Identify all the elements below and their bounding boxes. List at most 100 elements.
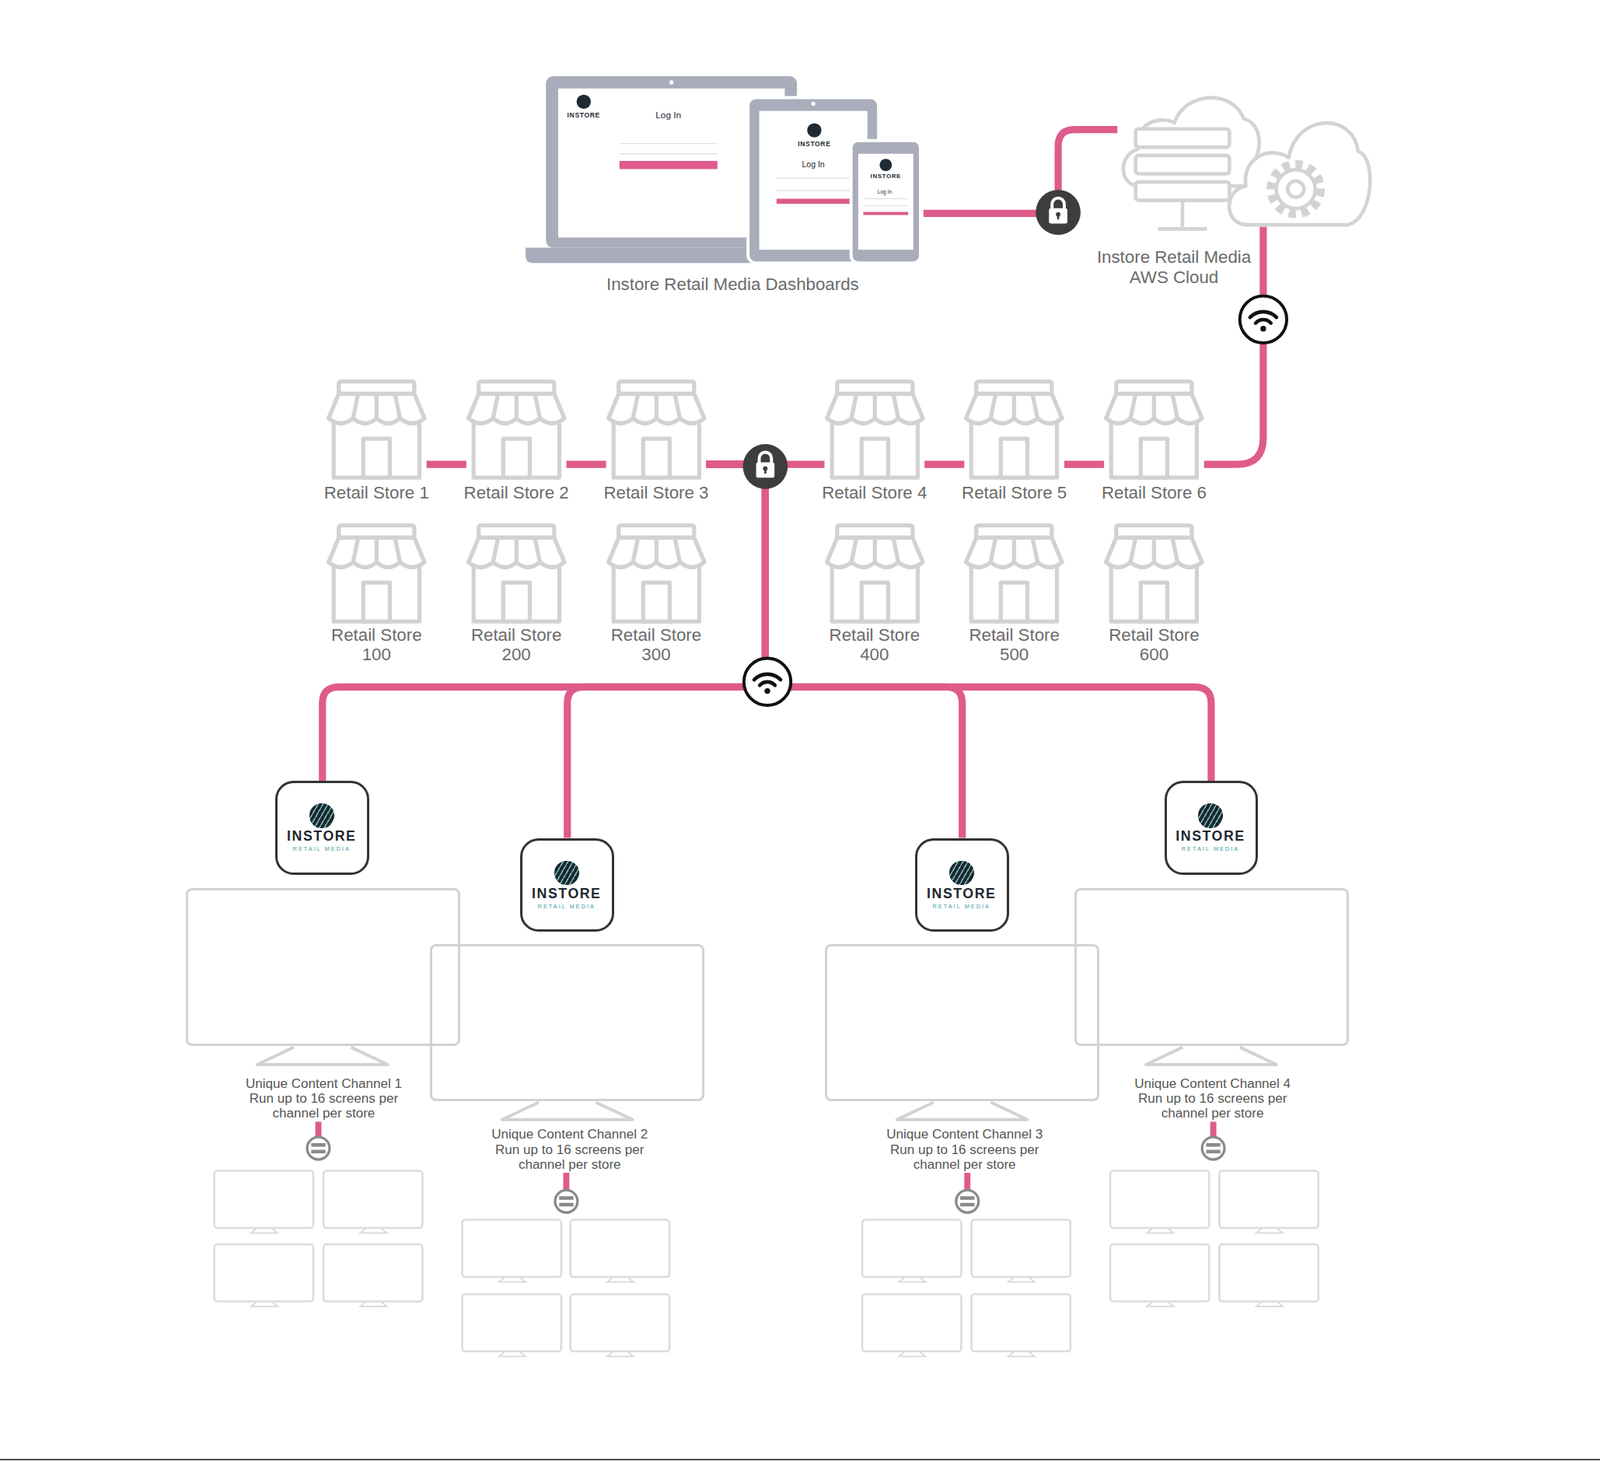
store-node: Retail Store 1 bbox=[326, 379, 427, 480]
node-label: Retail Store 2 bbox=[444, 482, 588, 504]
store-door bbox=[642, 438, 670, 478]
brand-subtitle: RETAIL MEDIA bbox=[522, 902, 611, 910]
small-screen bbox=[214, 1243, 314, 1302]
splitter-wire bbox=[563, 1172, 570, 1190]
monitor-stand bbox=[897, 1102, 1028, 1120]
store-awning bbox=[1106, 537, 1202, 568]
splitter-ring bbox=[956, 1189, 979, 1213]
lock-disc bbox=[743, 443, 789, 490]
small-screen bbox=[971, 1293, 1071, 1352]
channel-caption: Unique Content Channel 4 Run up to 16 sc… bbox=[1121, 1075, 1305, 1121]
small-screens bbox=[214, 1170, 1319, 1351]
store-icon bbox=[606, 379, 707, 480]
store-door bbox=[642, 582, 670, 622]
server-unit bbox=[1135, 155, 1230, 175]
splitter-wires bbox=[318, 1121, 1214, 1190]
connector-line bbox=[924, 461, 965, 469]
store-node: Retail Store 5 bbox=[964, 379, 1065, 480]
splitter-wire bbox=[1210, 1121, 1217, 1137]
server-unit bbox=[1135, 128, 1230, 147]
splitter-ring bbox=[555, 1189, 578, 1213]
store-outline bbox=[1106, 381, 1202, 478]
store-node: Retail Store 300 bbox=[606, 523, 707, 624]
logo-mark bbox=[309, 803, 335, 828]
splitter-ring bbox=[1201, 1136, 1225, 1160]
wifi-arc bbox=[754, 674, 781, 680]
connector-line bbox=[705, 464, 962, 838]
brand-name: INSTORE bbox=[917, 886, 1006, 902]
store-icon bbox=[824, 523, 926, 624]
awning-stripe bbox=[492, 394, 540, 420]
store-awning bbox=[1106, 394, 1202, 424]
connector-line bbox=[923, 129, 1118, 214]
brand-name: INSTORE bbox=[522, 886, 611, 902]
store-node: Retail Store 600 bbox=[1103, 523, 1205, 624]
store-icon bbox=[326, 379, 427, 480]
cloud-icon bbox=[1117, 83, 1363, 228]
phone-screen bbox=[858, 153, 914, 250]
lock-body bbox=[756, 462, 776, 479]
gear-teeth bbox=[1271, 164, 1321, 214]
splitter-icon bbox=[307, 1136, 330, 1160]
login-button bbox=[619, 160, 718, 170]
store-awning bbox=[607, 394, 704, 424]
splitter-wire bbox=[315, 1121, 322, 1137]
logo-mark bbox=[554, 860, 580, 886]
splitter-bar bbox=[558, 1195, 573, 1200]
store-outline bbox=[1106, 525, 1202, 622]
store-body bbox=[333, 420, 420, 479]
store-awning bbox=[966, 537, 1063, 568]
store-awning bbox=[607, 537, 704, 568]
gear-cloud bbox=[1229, 122, 1370, 225]
lock-shackle bbox=[1051, 198, 1065, 210]
screen-node: Unique Content Channel 1 Run up to 16 sc… bbox=[185, 887, 461, 1046]
cloud-node: Instore Retail Media AWS Cloud bbox=[1117, 83, 1363, 228]
node-label: Retail Store 400 bbox=[823, 625, 926, 665]
brand-name: INSTORE bbox=[522, 111, 646, 119]
store-icon bbox=[1103, 379, 1205, 480]
store-icon bbox=[466, 379, 567, 480]
bottom-rule bbox=[0, 1458, 1600, 1461]
splitter-ring bbox=[307, 1136, 330, 1160]
store-node: Retail Store 4 bbox=[824, 379, 926, 480]
small-screen bbox=[570, 1293, 670, 1352]
store-awning bbox=[826, 394, 923, 424]
channel-caption: Unique Content Channel 3 Run up to 16 sc… bbox=[873, 1126, 1057, 1171]
form-field bbox=[619, 143, 718, 154]
splitter-icon bbox=[555, 1189, 578, 1213]
form-field bbox=[776, 178, 851, 192]
lock-icon bbox=[743, 443, 789, 490]
lock-shackle bbox=[759, 451, 773, 463]
player-box: INSTORERETAIL MEDIA bbox=[1164, 780, 1259, 875]
store-door bbox=[503, 582, 530, 622]
server-stand bbox=[1158, 199, 1208, 229]
splitter-icon bbox=[956, 1189, 979, 1213]
small-stand bbox=[1146, 1227, 1283, 1307]
store-node: Retail Store 400 bbox=[824, 523, 926, 624]
node-label: Retail Store 300 bbox=[604, 625, 707, 665]
cloud-outline bbox=[1123, 97, 1370, 229]
gear-hub bbox=[1287, 180, 1304, 197]
laptop-camera bbox=[669, 80, 674, 85]
store-door bbox=[861, 582, 888, 622]
brand-name: INSTORE bbox=[753, 139, 877, 148]
awning-stripe bbox=[352, 394, 400, 420]
monitor-stand bbox=[1145, 1047, 1277, 1065]
awning-stripe bbox=[632, 537, 680, 563]
awning-stripe bbox=[1130, 394, 1178, 420]
node-label: Retail Store 3 bbox=[584, 482, 728, 504]
wifi-dot bbox=[764, 688, 770, 694]
wifi-ring bbox=[1240, 296, 1287, 343]
store-awning bbox=[328, 537, 425, 568]
splitter-bar bbox=[558, 1202, 573, 1207]
small-screen bbox=[570, 1219, 670, 1277]
lock-keyhole bbox=[1057, 214, 1060, 221]
server-unit bbox=[1135, 181, 1230, 201]
store-door bbox=[861, 438, 888, 478]
store-outline bbox=[328, 525, 425, 622]
player-box: INSTORERETAIL MEDIA bbox=[520, 838, 615, 933]
small-screen bbox=[971, 1219, 1071, 1277]
gear-rim bbox=[1276, 169, 1316, 209]
